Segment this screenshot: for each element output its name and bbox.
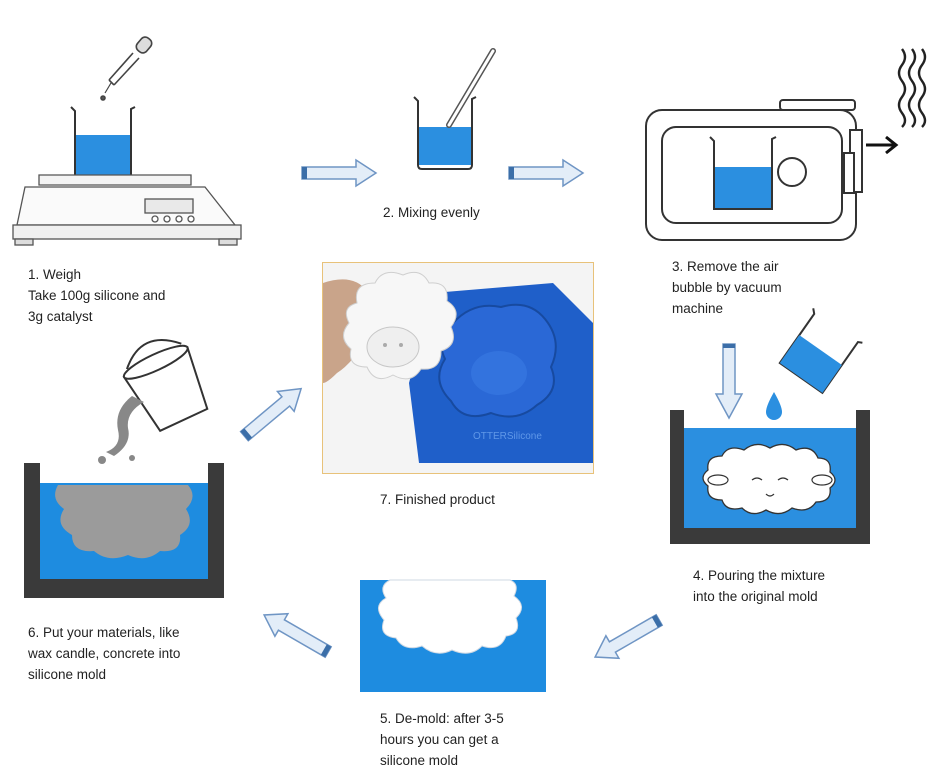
step-3-caption: 3. Remove the air bubble by vacuum machi… — [672, 256, 782, 319]
arrow-down-left-icon — [593, 613, 664, 660]
step-2-title: 2. Mixing evenly — [383, 205, 480, 220]
step-6-detail-1: wax candle, concrete into — [28, 646, 181, 661]
drop-icon — [766, 392, 782, 420]
finished-product-photo: OTTERSilicone — [322, 262, 594, 474]
scale-icon — [12, 174, 242, 246]
step-5-caption: 5. De-mold: after 3-5 hours you can get … — [380, 708, 504, 771]
step-7-title: 7. Finished product — [380, 492, 495, 507]
white-sheep-product — [343, 271, 457, 380]
beaker-icon — [70, 106, 136, 182]
step-7-caption: 7. Finished product — [380, 489, 495, 510]
bucket-pouring-illustration — [98, 339, 209, 464]
step-4-detail-1: into the original mold — [693, 589, 818, 604]
step-4-title: 4. Pouring the mixture — [693, 568, 826, 583]
air-waves-icon — [897, 48, 927, 128]
mold-with-material-illustration — [24, 463, 224, 598]
step-3-title: 3. Remove the air — [672, 259, 779, 274]
sheep-icon — [702, 443, 836, 515]
vacuum-machine-illustration — [645, 48, 927, 241]
step-1-detail-2: 3g catalyst — [28, 309, 93, 324]
beaker-icon — [413, 96, 477, 170]
arrow-right-icon — [508, 158, 585, 188]
gauge-icon — [777, 157, 807, 187]
arrow-up-right-icon — [239, 387, 303, 442]
mixing-beaker-illustration — [413, 48, 496, 170]
beaker-icon — [709, 136, 777, 210]
arrow-right-icon — [301, 158, 378, 188]
scale-with-beaker-illustration — [12, 36, 242, 246]
step-3-detail-2: machine — [672, 301, 724, 316]
concrete-material-icon — [55, 485, 193, 559]
step-6-detail-2: silicone mold — [28, 667, 107, 682]
stirring-rod-icon — [446, 48, 496, 128]
exhaust-arrow-icon — [866, 135, 899, 155]
step-6-title: 6. Put your materials, like — [28, 625, 180, 640]
dropper-icon — [100, 36, 153, 101]
step-4-caption: 4. Pouring the mixture into the original… — [693, 565, 825, 607]
step-6-caption: 6. Put your materials, like wax candle, … — [28, 622, 180, 685]
svg-text:OTTERSilicone: OTTERSilicone — [473, 431, 542, 442]
step-1-title: 1. Weigh — [28, 267, 82, 282]
step-1-caption: 1. Weigh Take 100g silicone and 3g catal… — [28, 264, 165, 327]
step-1-detail-1: Take 100g silicone and — [28, 288, 166, 303]
step-3-detail-1: bubble by vacuum — [672, 280, 782, 295]
step-5-title: 5. De-mold: after 3-5 — [380, 711, 504, 726]
silicone-mold-illustration — [360, 579, 546, 692]
pouring-beaker-illustration — [766, 308, 863, 420]
original-mold-illustration — [670, 410, 870, 544]
bucket-icon — [122, 339, 209, 433]
pouring-material-icon — [98, 396, 144, 464]
arrow-up-left-icon — [262, 612, 333, 659]
step-5-detail-1: hours you can get a — [380, 732, 499, 747]
step-2-caption: 2. Mixing evenly — [383, 202, 480, 223]
step-5-detail-2: silicone mold — [380, 753, 459, 768]
beaker-icon — [778, 308, 863, 395]
down-arrow-icon — [714, 343, 744, 420]
